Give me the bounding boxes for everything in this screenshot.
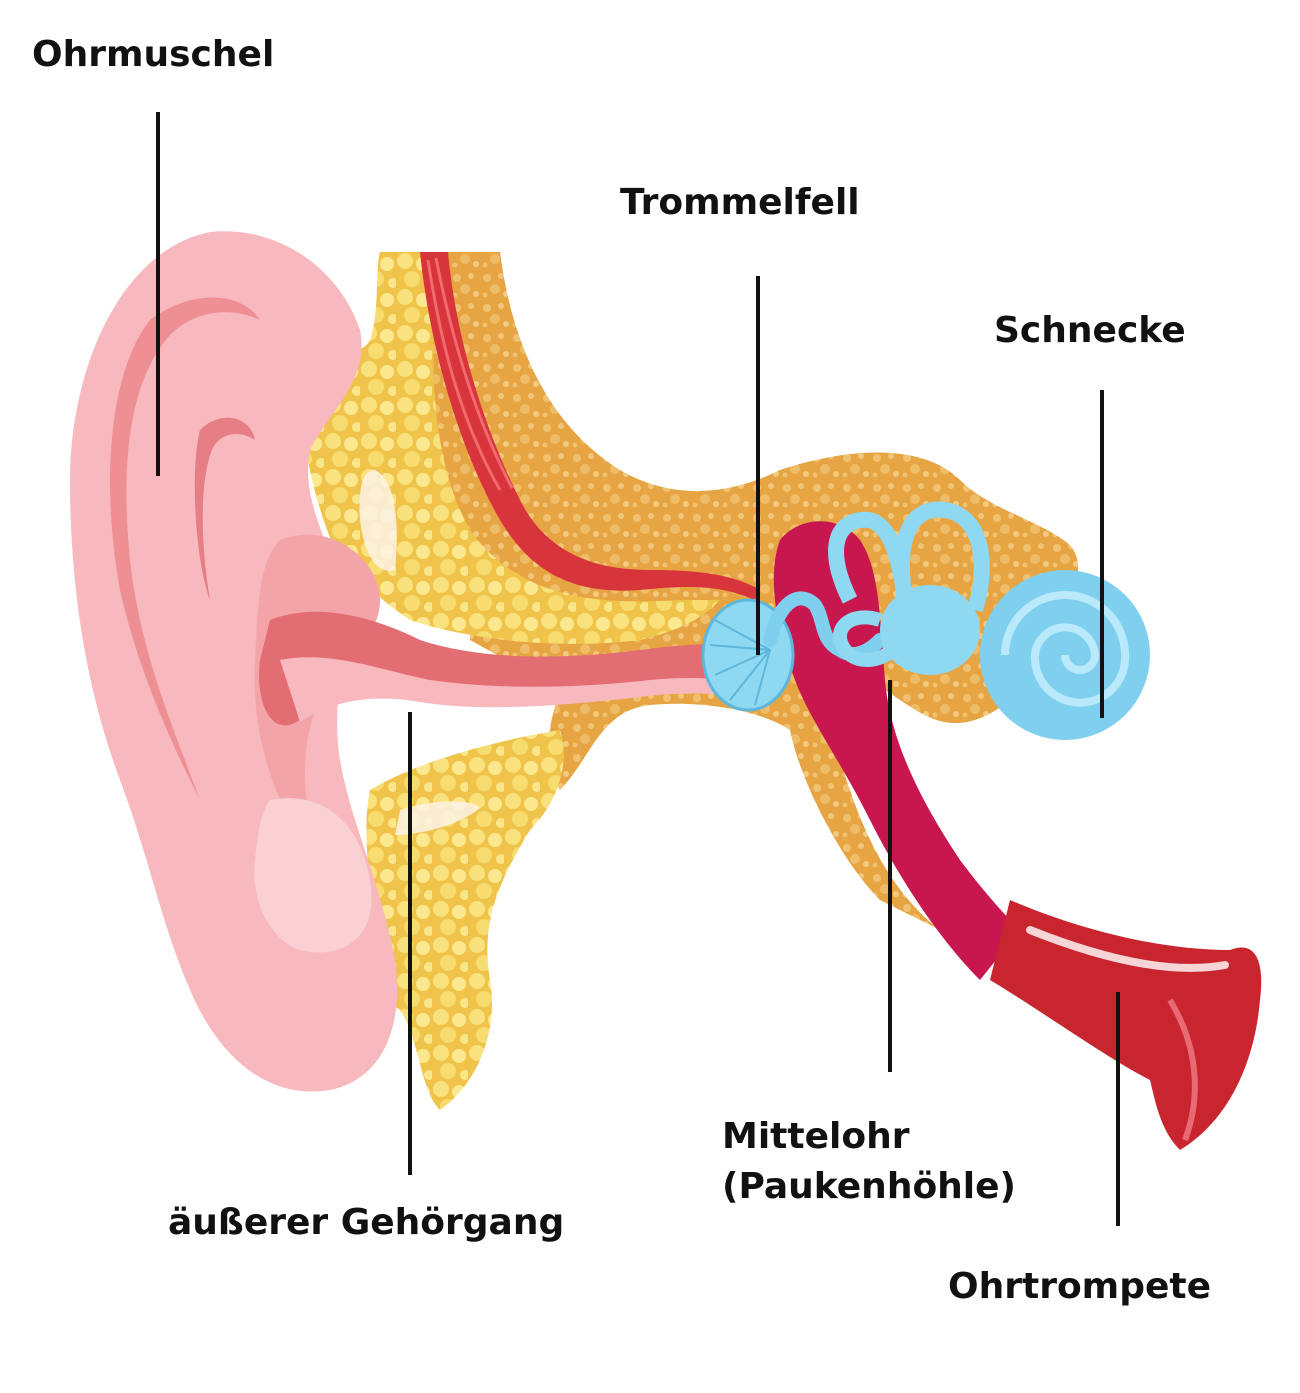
label-schnecke: Schnecke	[994, 310, 1186, 351]
label-mittelohr: Mittelohr (Paukenhöhle)	[722, 1112, 1016, 1212]
label-aeusserer-gehoergang: äußerer Gehörgang	[168, 1202, 565, 1243]
label-mittelohr-line1: Mittelohr	[722, 1116, 910, 1157]
canal-shape	[259, 611, 760, 726]
label-mittelohr-line2: (Paukenhöhle)	[722, 1166, 1017, 1207]
label-ohrmuschel: Ohrmuschel	[32, 34, 275, 75]
label-trommelfell: Trommelfell	[620, 182, 860, 223]
leader-lines	[156, 112, 1120, 1226]
inner-ear-shape	[828, 501, 1150, 740]
label-ohrtrompete: Ohrtrompete	[948, 1266, 1212, 1307]
fat-tissue	[300, 252, 720, 1110]
muscle	[420, 252, 760, 600]
